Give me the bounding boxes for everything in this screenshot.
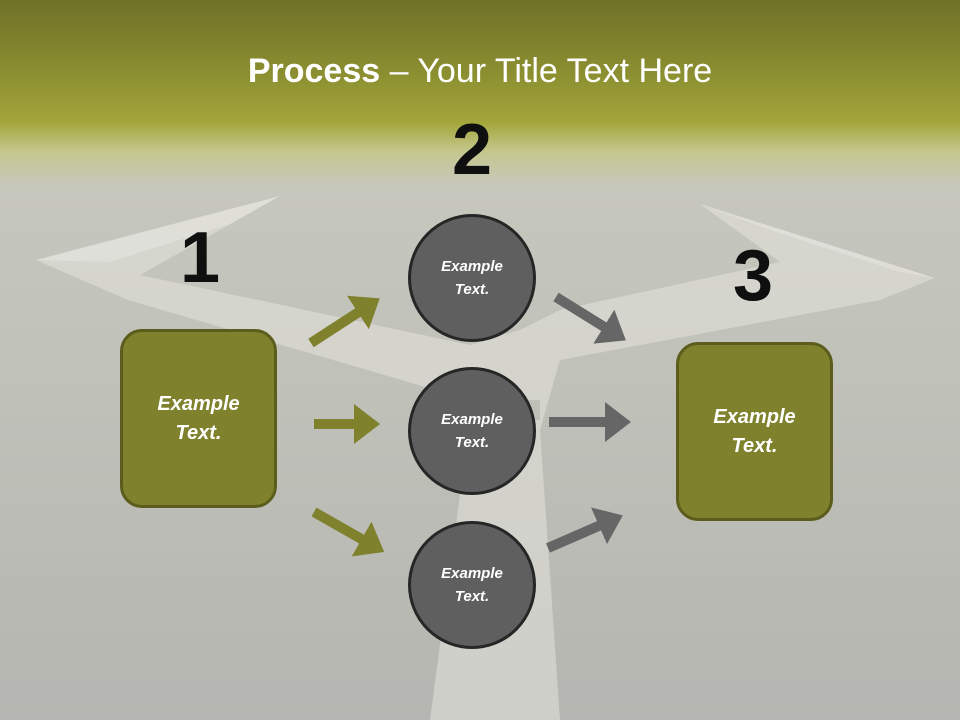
arrow-1-to-top — [308, 295, 380, 348]
step-3-box: Example Text. — [676, 342, 833, 521]
arrow-top-to-3 — [553, 292, 626, 344]
step-2-circle-middle: Example Text. — [408, 367, 536, 495]
step-2-circle-bottom: Example Text. — [408, 521, 536, 649]
step-number-2: 2 — [451, 110, 493, 190]
step-number-3: 3 — [732, 236, 774, 316]
step-1-box: Example Text. — [120, 329, 277, 508]
step-number-1: 1 — [179, 218, 221, 298]
arrow-1-to-bottom — [311, 507, 385, 557]
title-bold: Process — [247, 52, 381, 90]
slide-title: Process – Your Title Text Here — [0, 52, 960, 91]
title-rest: – Your Title Text Here — [380, 52, 713, 90]
arrow-bottom-to-3 — [546, 507, 623, 553]
step-2-circle-top: Example Text. — [408, 214, 536, 342]
